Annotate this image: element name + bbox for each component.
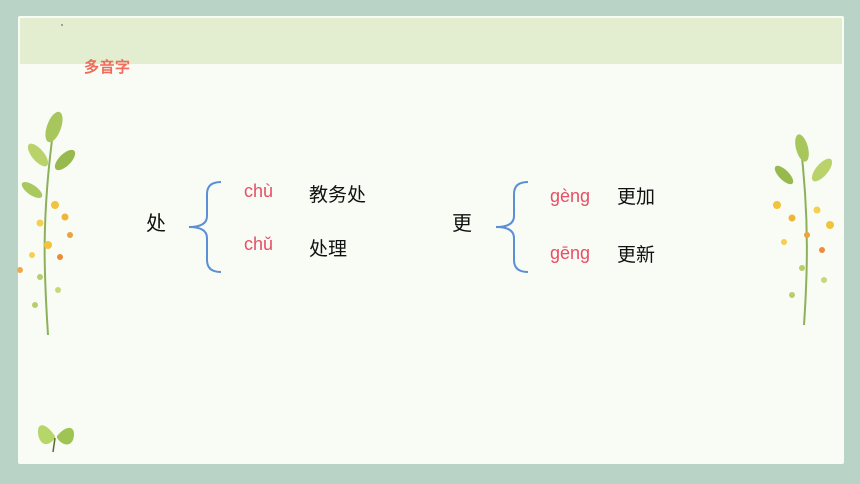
header-band: [20, 18, 842, 64]
example-word: 更加: [617, 186, 656, 208]
leaf-sprig-icon: [17, 111, 76, 336]
pinyin-reading: chǔ: [244, 234, 274, 254]
butterfly-icon: [37, 425, 75, 453]
decorative-dot: [61, 24, 63, 26]
example-word: 教务处: [309, 184, 367, 206]
brace-left: [188, 181, 222, 273]
pinyin-reading: gèng: [550, 186, 591, 206]
flower-sprig-icon: [773, 134, 834, 326]
brace-right: [495, 181, 529, 273]
example-word: 处理: [309, 238, 348, 260]
char-chu: 处: [146, 211, 166, 235]
char-geng: 更: [452, 211, 472, 235]
pinyin-reading: chù: [244, 181, 274, 201]
page-title: 多音字: [84, 58, 131, 76]
pinyin-reading: gēng: [550, 243, 591, 263]
example-word: 更新: [617, 244, 656, 266]
content-card: [18, 16, 844, 464]
